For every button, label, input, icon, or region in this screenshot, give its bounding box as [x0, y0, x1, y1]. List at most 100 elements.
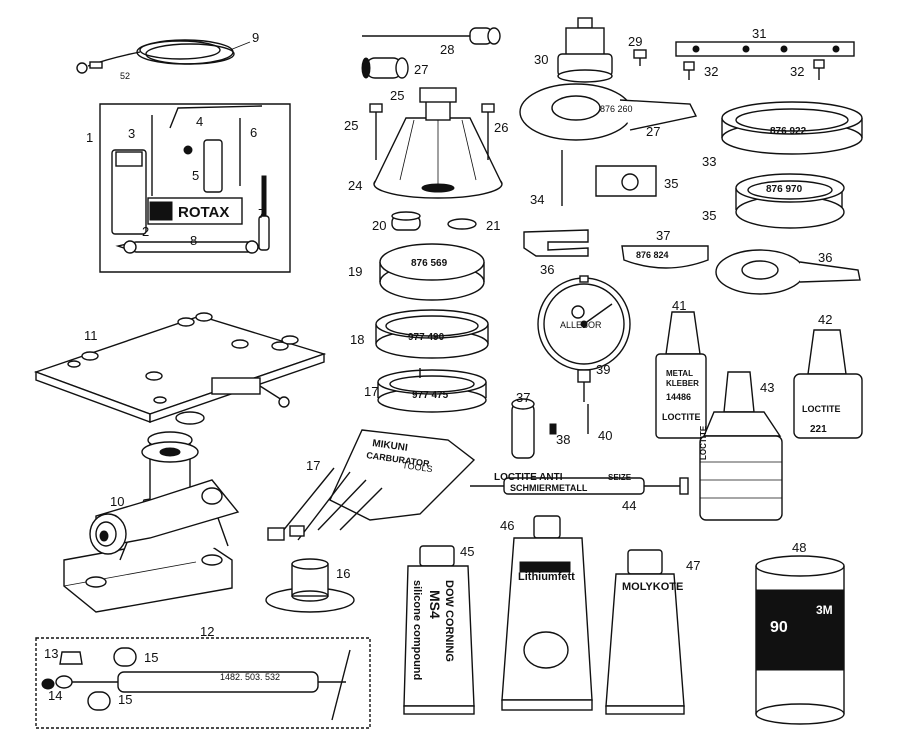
tool-board-1: ROTAX — [99, 103, 291, 273]
tool-17-mikuni-pouch: MIKUNI CARBURATOR TOOLS — [267, 429, 476, 541]
tool-29-screw — [633, 49, 647, 66]
ring-37-code: 876 824 — [636, 250, 669, 260]
callout-34: 34 — [530, 192, 544, 207]
callout-7: 7 — [258, 206, 265, 221]
callout-29: 29 — [628, 34, 642, 49]
callout-32a: 32 — [704, 64, 718, 79]
bottle-44-text-2: KLEBER — [666, 379, 699, 388]
tube-50: MOLYKOTE — [605, 549, 685, 715]
ring-18: 977 475 — [377, 368, 487, 413]
tool-40-41 — [511, 398, 557, 459]
callout-3: 3 — [128, 126, 135, 141]
callout-33: 33 — [702, 154, 716, 169]
tube-48: DOW CORNING MS4 silicone compound — [403, 545, 475, 715]
callout-32b: 32 — [790, 64, 804, 79]
tool-16-puller-base — [265, 558, 355, 613]
tool-37-halfring: 876 824 — [621, 245, 709, 269]
callout-38: 35 — [702, 208, 716, 223]
tube-48-text-2: MS4 — [427, 590, 443, 619]
callout-11: 11 — [84, 328, 98, 343]
callout-49: 46 — [500, 518, 514, 533]
callout-23: 24 — [348, 178, 362, 193]
callout-17: 17 — [306, 458, 320, 473]
mikuni-label-3: TOOLS — [402, 460, 433, 474]
callout-48: 45 — [460, 544, 474, 559]
callout-13: 13 — [44, 646, 58, 661]
ring-33: 876 922 — [721, 101, 863, 155]
ring-20: 876 569 — [379, 243, 485, 301]
tool-9-cable — [76, 39, 251, 74]
tool-27-pin — [362, 27, 501, 45]
tool-36-gauge — [523, 229, 589, 257]
ring-38-code: 876 970 — [766, 184, 803, 195]
ring-38: 876 970 — [735, 173, 845, 229]
callout-45: 42 — [818, 312, 832, 327]
callout-20: 19 — [348, 264, 362, 279]
tool-35-plate — [595, 165, 657, 197]
tool-30-puller-head — [557, 17, 613, 83]
callout-4: 4 — [196, 114, 203, 129]
callout-35: 35 — [664, 176, 678, 191]
callout-41: 38 — [556, 432, 570, 447]
tool-12-kit: 1482. 503. 532 — [35, 637, 371, 729]
ring-19: 977 490 — [375, 309, 489, 359]
syringe-text-3: SCHMIERMETALL — [510, 483, 588, 493]
bottle-46-text: LOCTITE — [699, 425, 708, 460]
callout-37: 37 — [656, 228, 670, 243]
callout-40: 37 — [516, 390, 530, 405]
bottle-46: LOCTITE — [699, 371, 783, 521]
tool-31-bar — [675, 41, 855, 57]
callout-46: 43 — [760, 380, 774, 395]
callout-24: 25 — [390, 88, 404, 103]
callout-25a: 25 — [344, 118, 358, 133]
ring-19-code: 977 490 — [408, 332, 445, 343]
callout-15a: 15 — [144, 650, 158, 665]
callout-18: 17 — [364, 384, 378, 399]
bottle-44: METAL KLEBER 14486 LOCTITE — [655, 311, 707, 439]
callout-28: 27 — [646, 124, 660, 139]
tool-42-dial-gauge: ALLEBOR — [537, 275, 631, 434]
callout-8: 8 — [190, 233, 197, 248]
callout-14: 14 — [48, 688, 62, 703]
bottle-45: LOCTITE 221 — [793, 329, 863, 439]
callout-44: 41 — [672, 298, 686, 313]
tool-11-base-plate — [33, 312, 327, 425]
tube-50-text: MOLYKOTE — [622, 581, 683, 593]
bottle-45-text-2: 221 — [810, 424, 827, 435]
callout-39: 36 — [818, 250, 832, 265]
callout-15b: 15 — [118, 692, 132, 707]
bottle-44-text-4: LOCTITE — [662, 412, 701, 422]
tube-49: Lithiumfett — [501, 515, 593, 711]
bottle-44-text-1: METAL — [666, 369, 693, 378]
tool-21-22-discs — [391, 211, 477, 231]
bottle-45-text-1: LOCTITE — [802, 404, 841, 414]
tool-32-screws — [683, 59, 825, 80]
callout-52: 52 — [120, 71, 130, 81]
tube-48-text-3: silicone compound — [411, 580, 423, 680]
callout-2: 2 — [142, 224, 149, 239]
ring-20-code: 876 569 — [411, 258, 448, 269]
callout-25b: 26 — [494, 120, 508, 135]
callout-26: 27 — [414, 62, 428, 77]
callout-6: 6 — [250, 125, 257, 140]
tool-28-plate: 876 260 — [519, 83, 698, 141]
tube-48-text-1: DOW CORNING — [443, 580, 455, 662]
tool-12-code: 1482. 503. 532 — [220, 672, 280, 682]
callout-9: 9 — [252, 30, 259, 45]
callout-31: 31 — [752, 26, 766, 41]
callout-12: 12 — [200, 624, 214, 639]
callout-27: 28 — [440, 42, 454, 57]
callout-21: 20 — [372, 218, 386, 233]
callout-19: 18 — [350, 332, 364, 347]
tube-49-text: Lithiumfett — [518, 571, 575, 583]
callout-42: 39 — [596, 362, 610, 377]
syringe-text-2: SEIZE — [608, 473, 632, 482]
can-51-number: 90 — [770, 619, 788, 636]
bottle-44-text-3: 14486 — [666, 392, 691, 402]
ring-33-code: 876 922 — [770, 126, 807, 137]
callout-36: 36 — [540, 262, 554, 277]
tool-47-syringe: LOCTITE ANTI SEIZE SCHMIERMETALL — [470, 472, 689, 495]
callout-50: 47 — [686, 558, 700, 573]
tool-39-spanner — [715, 249, 861, 295]
